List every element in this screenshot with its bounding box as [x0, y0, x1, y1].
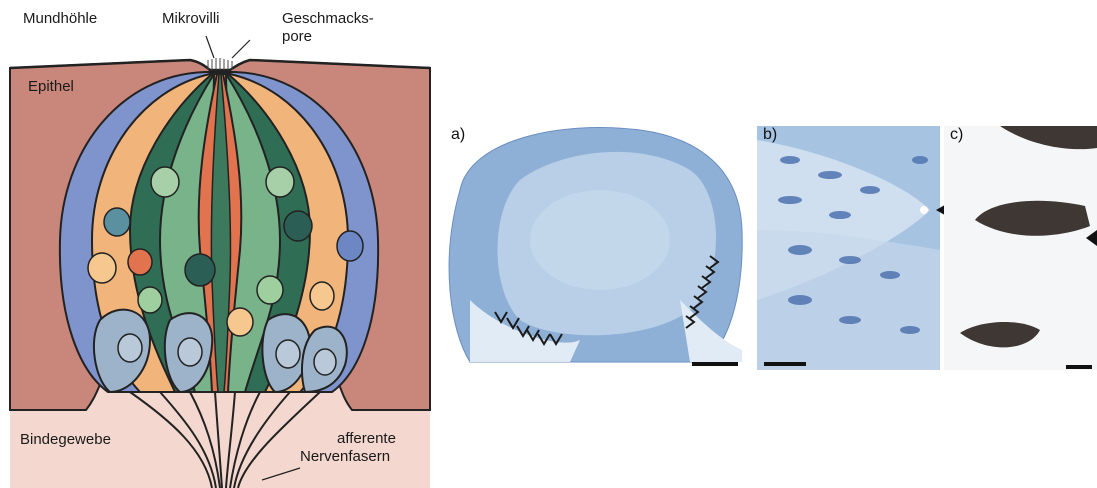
micrograph-c [944, 126, 1097, 370]
label-mikrovilli: Mikrovilli [162, 10, 220, 27]
label-mundhoehle: Mundhöhle [23, 10, 97, 27]
nucleus [185, 254, 215, 286]
nucleus [138, 287, 162, 313]
micrograph-a [440, 126, 753, 370]
label-epithel: Epithel [28, 78, 74, 95]
panel-label-b: b) [763, 126, 777, 144]
nucleus [128, 249, 152, 275]
nucleus [151, 167, 179, 197]
scale-bar-a [692, 362, 738, 366]
nucleus [284, 211, 312, 241]
nucleus [266, 167, 294, 197]
label-afferente: afferente [337, 430, 396, 447]
nucleus [310, 282, 334, 310]
label-bindegewebe: Bindegewebe [20, 431, 111, 448]
nucleus [88, 253, 116, 283]
micrograph-b [757, 126, 940, 370]
panel-label-c: c) [950, 126, 963, 144]
label-geschmackspore-1: Geschmacks- [282, 10, 374, 27]
mikrovilli [208, 58, 232, 70]
scale-bar-c [1066, 365, 1092, 369]
nucleus [337, 231, 363, 261]
nucleus [227, 308, 253, 336]
label-geschmackspore-2: pore [282, 28, 312, 45]
label-nervenfasern: Nervenfasern [300, 448, 390, 465]
scale-bar-b [764, 362, 806, 366]
nucleus [104, 208, 130, 236]
panel-label-a: a) [451, 126, 465, 144]
nucleus [257, 276, 283, 304]
